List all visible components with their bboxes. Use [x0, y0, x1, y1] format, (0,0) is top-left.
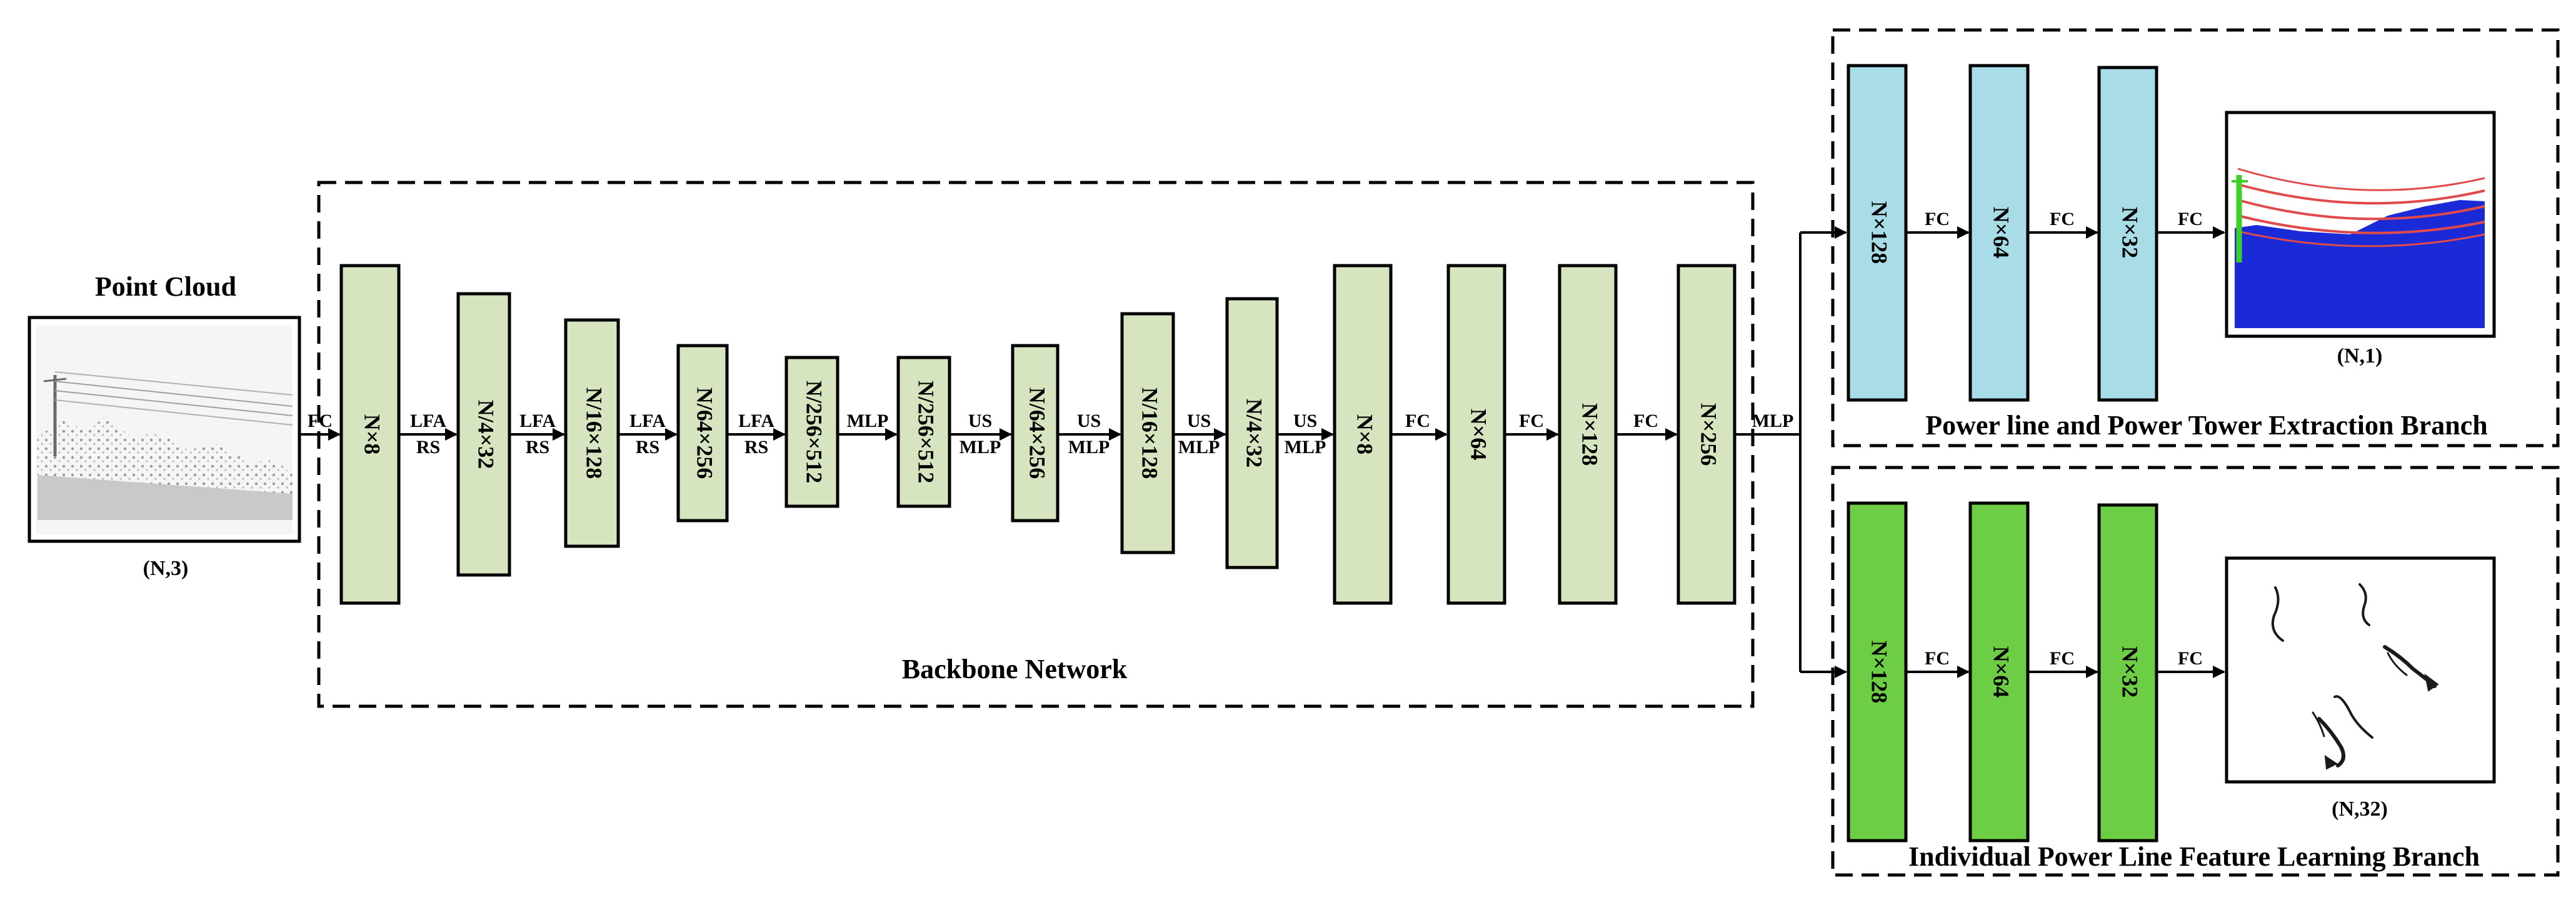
- branch-title: Individual Power Line Feature Learning B…: [1908, 841, 2480, 872]
- branch-title: Power line and Power Tower Extraction Br…: [1925, 410, 2488, 441]
- connector-label: FC: [2050, 209, 2075, 229]
- backbone-block: N×8: [1333, 264, 1393, 605]
- backbone-block-label: N×256: [1696, 403, 1722, 466]
- branch-block-label: N×32: [2118, 646, 2143, 698]
- connector-label: FC: [1405, 411, 1430, 431]
- connector-label: US: [1077, 411, 1101, 431]
- connector-label: MLP: [960, 437, 1001, 458]
- connector-label: US: [968, 411, 992, 431]
- backbone-block: N/16×128: [564, 318, 620, 548]
- backbone-block-label: N×8: [1353, 414, 1378, 455]
- backbone-block-label: N×128: [1578, 403, 1603, 466]
- backbone-block-label: N/4×32: [474, 400, 499, 469]
- backbone-block-label: N×8: [360, 414, 385, 455]
- point-cloud-image: [36, 325, 293, 534]
- branch-block-label: N×32: [2118, 207, 2143, 259]
- connector-label: US: [1187, 411, 1211, 431]
- connector-label: FC: [2178, 209, 2203, 229]
- branch-frame: [1831, 466, 2560, 877]
- connector-label: LFA: [519, 411, 556, 431]
- backbone-block-label: N/16×128: [582, 388, 607, 479]
- input-title: Point Cloud: [95, 271, 236, 302]
- feature-embedding-image: [2271, 583, 2439, 770]
- backbone-block-label: N/16×128: [1138, 388, 1163, 479]
- backbone-block: N/64×256: [676, 344, 729, 522]
- connector-label: LFA: [410, 411, 446, 431]
- branch-extraction: Power line and Power Tower Extraction Br…: [1831, 28, 2560, 448]
- output-shape: (N,32): [2332, 798, 2388, 821]
- branch-block: [1968, 501, 2030, 842]
- connector-label: MLP: [1178, 437, 1220, 458]
- backbone-block: N/256×512: [896, 356, 951, 508]
- connector-label: FC: [1519, 411, 1544, 431]
- connector-label: US: [1293, 411, 1317, 431]
- branch-block: [2097, 503, 2158, 842]
- output-shape: (N,1): [2337, 344, 2383, 368]
- branch-block-label: N×128: [1867, 201, 1892, 264]
- backbone-block: N×128: [1558, 264, 1618, 605]
- input-section: Point Cloud (N,3): [28, 271, 301, 580]
- connector-label: FC: [2050, 648, 2075, 669]
- connector-label: FC: [308, 411, 333, 431]
- backbone-block: N/64×256: [1011, 344, 1060, 522]
- backbone-block: N×64: [1446, 264, 1506, 605]
- connector-label: LFA: [629, 411, 666, 431]
- branch-block-label: N×64: [1989, 207, 2014, 259]
- backbone-block: N×256: [1676, 264, 1737, 605]
- output-image-frame: [2225, 556, 2496, 784]
- backbone-block-label: N/64×256: [693, 388, 718, 479]
- backbone-block: N/4×32: [1225, 297, 1279, 569]
- segmentation-result-image: [2232, 168, 2485, 328]
- branch-block: [1847, 501, 1908, 842]
- backbone-connectors: FC LFA RS LFA RS LFA RS LFA RS MLP US ML…: [299, 226, 1847, 678]
- branch-block-label: N×64: [1989, 646, 2014, 698]
- backbone-block: N/256×512: [784, 356, 839, 508]
- backbone-block: N/16×128: [1120, 312, 1175, 554]
- backbone-block-label: N/64×256: [1025, 388, 1050, 479]
- connector-label: MLP: [847, 411, 889, 431]
- backbone-block: N×8: [339, 264, 401, 605]
- connector-label: LFA: [738, 411, 774, 431]
- connector-label: RS: [416, 437, 440, 458]
- backbone-blocks: N×8 N/4×32 N/16×128 N/64×256 N/256×512 N…: [339, 264, 1737, 605]
- branch-feature-learning: Individual Power Line Feature Learning B…: [1831, 466, 2560, 877]
- backbone-block: N/4×32: [456, 292, 511, 577]
- connector-label: RS: [526, 437, 549, 458]
- connector-label: FC: [1633, 411, 1658, 431]
- backbone-title: Backbone Network: [902, 654, 1128, 684]
- connector-label: MLP: [1285, 437, 1326, 458]
- backbone-block-label: N/4×32: [1242, 399, 1267, 468]
- connector-label: FC: [1925, 209, 1950, 229]
- connector-label: RS: [744, 437, 768, 458]
- backbone-output-label: MLP: [1752, 411, 1794, 431]
- branch-block-label: N×128: [1867, 641, 1892, 704]
- connector-label: RS: [636, 437, 659, 458]
- branch-frame: [1831, 28, 2560, 448]
- connector-label: MLP: [1068, 437, 1110, 458]
- backbone-block-label: N×64: [1466, 409, 1491, 461]
- backbone-block-label: N/256×512: [914, 381, 939, 484]
- input-shape: (N,3): [143, 557, 189, 580]
- backbone-frame: [317, 181, 1755, 708]
- connector-label: FC: [1925, 648, 1950, 669]
- connector-label: FC: [2178, 648, 2203, 669]
- branch-block: [1968, 64, 2030, 402]
- backbone-block-label: N/256×512: [802, 381, 827, 484]
